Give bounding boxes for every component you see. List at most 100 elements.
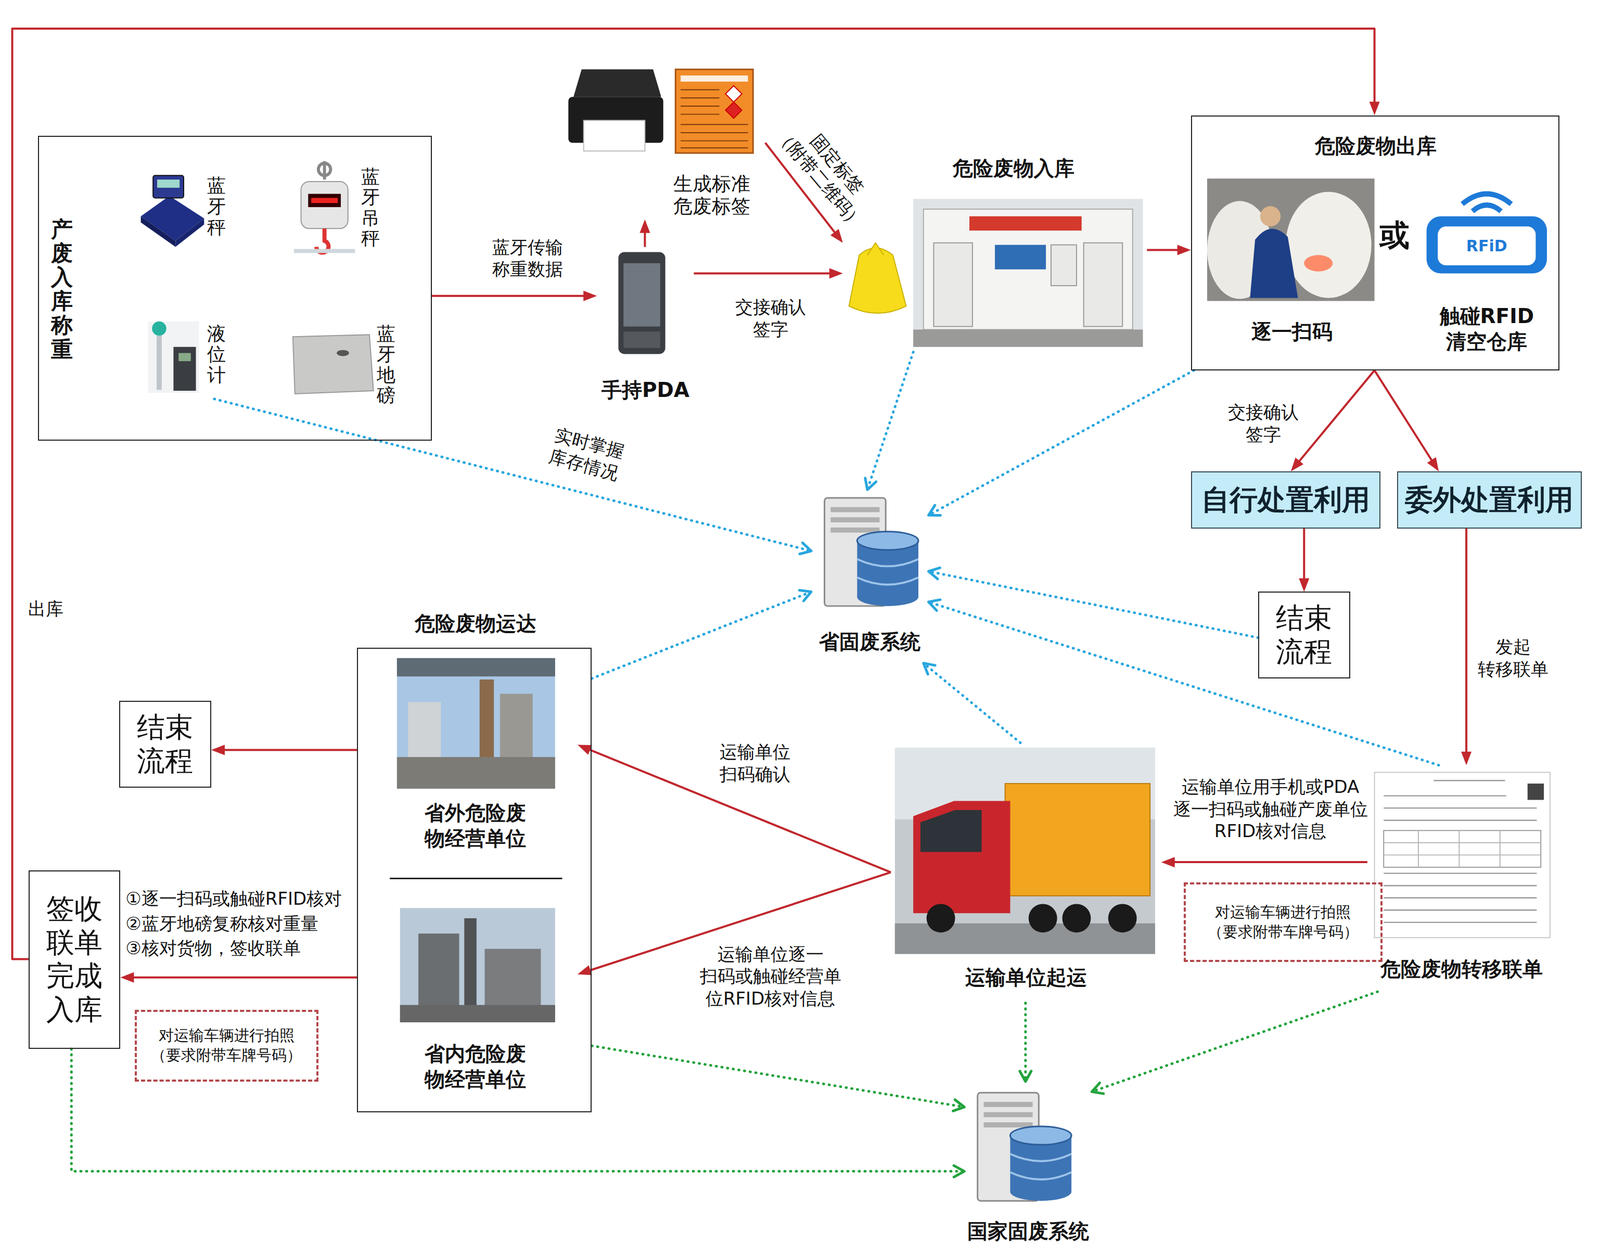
arrow-head: [865, 478, 877, 490]
box-text: 结束 流程: [1275, 601, 1334, 670]
box-text: 对运输车辆进行拍照 （要求附带车牌号码）: [150, 1026, 303, 1066]
illustration-shape: [623, 331, 661, 348]
arrow-head: [639, 219, 650, 234]
illustration-shape: [151, 321, 166, 336]
connector-line: [694, 272, 836, 275]
edge-label: 蓝牙传输 称重数据: [489, 235, 566, 282]
connector-line: [1302, 528, 1305, 585]
illustration-shape: [301, 181, 349, 229]
arrow-head: [1298, 578, 1310, 592]
illustration-shape: [583, 120, 646, 151]
arrow-head: [829, 268, 843, 279]
illustration-shape: [1051, 245, 1077, 286]
data-sync-arrow: [1091, 991, 1378, 1094]
arrow-head: [1091, 1082, 1104, 1094]
flow-arrow: [1298, 528, 1310, 593]
illustration-shape: [175, 218, 204, 248]
arrow-head: [1019, 1071, 1032, 1082]
illustration-shape: [894, 747, 1156, 954]
box-text: 签收 联单 完成 入库: [45, 892, 104, 1028]
illustration-shape: [969, 216, 1082, 231]
illustration-shape: [500, 694, 533, 760]
connector-line: [1465, 528, 1468, 759]
caption-text: 危险废物运达: [414, 611, 537, 637]
illustration-shape: [618, 251, 665, 354]
caption-text: 危险废物出库: [1314, 133, 1437, 160]
data-sync-arrow: [591, 1045, 965, 1111]
illustration-shape: [141, 216, 176, 248]
photo-node: 逐一扫码: [1205, 174, 1379, 353]
edge-label: 出库: [26, 596, 66, 622]
connector-line: [591, 592, 810, 680]
arrow-head: [120, 972, 134, 983]
caption-text: 逐一扫码: [1251, 319, 1333, 345]
connector-line: [591, 1045, 963, 1107]
illustration-shape: [1303, 254, 1333, 272]
truck-picture: 运输单位起运: [890, 743, 1162, 1004]
connector-line: [218, 748, 358, 751]
note-box: 对运输车辆进行拍照 （要求附带车牌号码）: [1183, 882, 1383, 963]
caption-text: 危险废物入库: [952, 156, 1075, 182]
illustration-shape: [1108, 904, 1137, 933]
data-sync-arrow: [928, 599, 1440, 766]
arrow-head: [1369, 101, 1380, 116]
illustration-shape: [418, 933, 459, 1016]
illustration-shape: [318, 163, 331, 176]
illustration-shape: [573, 69, 662, 97]
caption-text: 省外危险废 物经营单位: [424, 800, 528, 852]
arrow-head: [953, 1099, 965, 1112]
illustration-shape: [1285, 192, 1372, 299]
data-sync-arrow: [928, 370, 1195, 516]
illustration-shape: [156, 335, 162, 390]
process-box: 委外处置利用: [1397, 471, 1582, 529]
device-icon: 蓝牙秤: [135, 169, 238, 252]
vertical-label: 液位计: [207, 323, 226, 386]
process-group-box: 产废入库称重蓝牙秤蓝牙吊秤液位计蓝牙地磅: [37, 135, 432, 441]
illustration-shape: [1383, 830, 1541, 868]
flow-arrow: [431, 290, 598, 302]
illustration-shape: [977, 1092, 1072, 1201]
edge-label: 固定标签 （附带二维码）: [769, 106, 888, 236]
illustration-shape: [1028, 904, 1058, 933]
vertical-label: 蓝牙秤: [207, 175, 226, 238]
flow-arrow: [1146, 244, 1191, 255]
edge-label: 运输单位用手机或PDA 逐一扫码或触碰产废单位 RFID核对信息: [1170, 774, 1371, 844]
connector-line: [1024, 1003, 1027, 1081]
flow-arrow: [211, 744, 357, 755]
illustration-shape: [292, 334, 374, 394]
arrow-head: [928, 599, 941, 611]
edge-label: ①逐一扫码或触碰RFID核对 ②蓝牙地磅复称核对重量 ③核对货物，签收联单: [123, 885, 346, 963]
illustration-shape: [920, 810, 982, 852]
illustration-shape: [157, 179, 180, 188]
flow-arrow: [694, 268, 843, 279]
illustration-shape: [336, 350, 350, 357]
connector-line: [929, 370, 1194, 515]
facility-picture: 省内危险废 物经营单位: [373, 904, 578, 1104]
illustration-shape: [1374, 772, 1551, 939]
illustration-shape: [311, 197, 338, 203]
illustration-shape: [623, 263, 661, 327]
flow-arrow: [1374, 370, 1440, 472]
arrow-head: [923, 663, 936, 675]
free-label: RFiD: [1466, 236, 1508, 256]
data-sync-arrow: [591, 590, 812, 680]
illustration-shape: [849, 248, 907, 314]
box-text: 委外处置利用: [1404, 482, 1574, 518]
box-text: 结束 流程: [136, 710, 195, 779]
arrow-head: [577, 745, 593, 755]
illustration-shape: [147, 321, 199, 393]
rfid-icon: 触碰RFID 清空仓库: [1419, 179, 1555, 364]
illustration-shape: [913, 800, 1010, 914]
illustration-shape: [308, 194, 341, 208]
caption-text: 国家固废系统: [967, 1219, 1090, 1245]
illustration-shape: [464, 918, 477, 1016]
illustration-shape: [389, 877, 562, 880]
flow-arrow: [1290, 370, 1375, 472]
facility-picture: 省外危险废 物经营单位: [373, 656, 578, 866]
illustration-shape: [1527, 783, 1544, 800]
box-text: 对运输车辆进行拍照 （要求附带车牌号码）: [1206, 902, 1360, 942]
illustration-shape: [867, 242, 884, 256]
illustration-shape: [725, 101, 742, 119]
illustration-shape: [1083, 242, 1123, 327]
